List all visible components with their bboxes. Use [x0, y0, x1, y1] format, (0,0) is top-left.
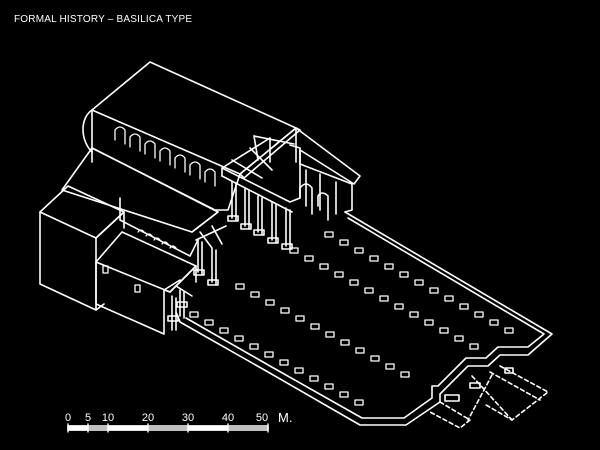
scale-bar	[67, 423, 269, 433]
side-aisle-right	[295, 127, 361, 215]
scale-tick-0: 0	[64, 412, 72, 424]
scale-tick-20: 20	[141, 412, 155, 424]
clerestory-windows	[114, 126, 216, 187]
column-bases-row-3	[235, 283, 410, 378]
scale-tick-30: 30	[181, 412, 195, 424]
scale-tick-40: 40	[221, 412, 235, 424]
scale-tick-10: 10	[101, 412, 115, 424]
aisle-windows	[137, 229, 177, 249]
scale-tick-50: 50	[255, 412, 269, 424]
slide-title: FORMAL HISTORY – BASILICA TYPE	[14, 14, 193, 25]
column-bases-row-1	[324, 231, 514, 334]
transept-block	[61, 147, 227, 286]
porch-colonnade	[221, 144, 329, 250]
tower	[39, 185, 125, 311]
front-hall	[95, 231, 197, 335]
column-bases-row-4	[189, 311, 364, 406]
scale-tick-5: 5	[84, 412, 92, 424]
column-bases-row-2	[289, 247, 479, 350]
atrium-outline	[175, 211, 553, 429]
scale-unit-label: M.	[278, 410, 293, 425]
nave	[82, 61, 301, 211]
